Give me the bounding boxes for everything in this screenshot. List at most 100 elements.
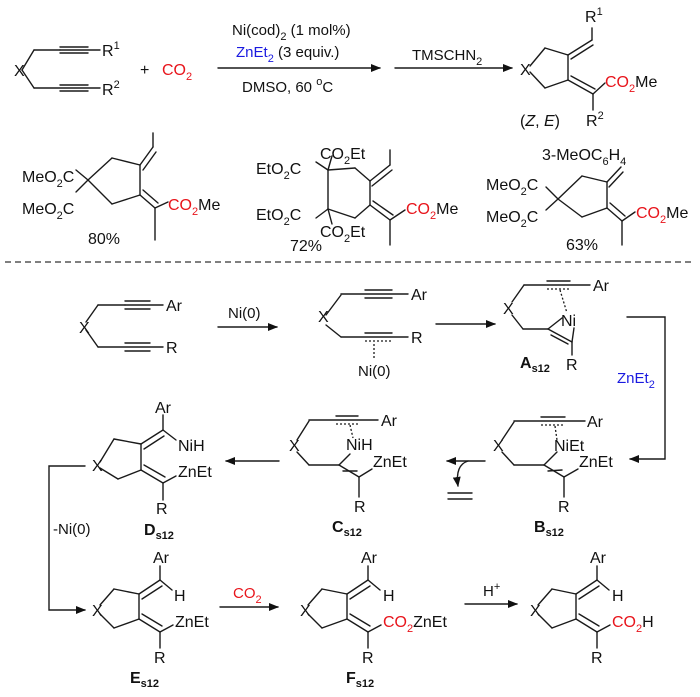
- ni-label: Ni: [561, 313, 576, 330]
- nih-label: NiH: [346, 437, 373, 454]
- niet-label: NiEt: [554, 438, 585, 455]
- example-product-2: EtO2C EtO2C CO2Et CO2Et CO2Me 72%: [256, 146, 458, 255]
- product-r1: R1: [585, 6, 603, 26]
- r-label: R: [558, 499, 570, 516]
- co2-label: CO2: [233, 585, 262, 606]
- h-label: H: [612, 588, 624, 605]
- aryl-label: Ar: [593, 278, 610, 295]
- linker-x: X: [14, 63, 25, 80]
- linker-x: X: [79, 320, 90, 337]
- arrow-ethylene-loss: [446, 457, 486, 500]
- label-D: Ds12: [144, 522, 174, 542]
- product-r2: R2: [586, 110, 604, 130]
- znet-label: ZnEt: [175, 614, 209, 631]
- h-label: H: [174, 588, 186, 605]
- arrow-znet2: ZnEt2: [617, 316, 666, 463]
- plus-sign: +: [140, 62, 149, 79]
- yield-label: 72%: [290, 238, 322, 255]
- zinc-reagent-label: ZnEt2 (3 equiv.): [236, 44, 339, 65]
- intermediate-E: X Ar H ZnEt R Es12: [92, 550, 209, 690]
- minus-ni0-label: -Ni(0): [53, 521, 91, 538]
- znet-label: ZnEt: [579, 454, 613, 471]
- example-product-3: 3-MeOC6H4 MeO2C MeO2C CO2Me 63%: [486, 147, 688, 254]
- ester-bottom: MeO2C: [486, 209, 538, 230]
- aryl-substituent: 3-MeOC6H4: [542, 147, 626, 168]
- product-ester: CO2Me: [168, 197, 220, 218]
- reaction-arrow-1: Ni(cod)2 (1 mol%) ZnEt2 (3 equiv.) DMSO,…: [217, 22, 381, 96]
- r-label: R: [566, 357, 578, 374]
- aryl-label: Ar: [361, 550, 378, 567]
- znet-label: ZnEt: [178, 464, 212, 481]
- linker-x: X: [92, 458, 103, 475]
- intermediate-D: X Ar NiH ZnEt R Ds12: [92, 400, 212, 542]
- h-label: H: [383, 588, 395, 605]
- arrow-acid: H+: [464, 581, 518, 608]
- solvent-temp-label: DMSO, 60 oC: [242, 76, 333, 96]
- label-B: Bs12: [534, 519, 564, 539]
- aryl-label: Ar: [590, 550, 607, 567]
- carboxylate-znet-label: CO2ZnEt: [383, 614, 447, 635]
- mech-start-diyne: X Ar R: [79, 298, 183, 357]
- ni0-label: Ni(0): [358, 363, 391, 380]
- co2-reagent: CO2: [162, 62, 192, 83]
- intermediate-C: X Ar NiH ZnEt R Cs12: [289, 413, 407, 539]
- reaction-arrow-2: TMSCHN2: [394, 47, 513, 72]
- r-label: R: [154, 650, 166, 667]
- ester-left-top: EtO2C: [256, 161, 301, 182]
- r-label: R: [591, 650, 603, 667]
- catalyst-label: Ni(cod)2 (1 mol%): [232, 22, 351, 43]
- arrow-ni0: Ni(0): [217, 305, 278, 331]
- ester-top: MeO2C: [486, 177, 538, 198]
- r-label: R: [156, 501, 168, 518]
- intermediate-F: X Ar H CO2ZnEt R Fs12: [300, 550, 447, 690]
- aryl-label: Ar: [381, 413, 398, 430]
- top-product: X R1 CO2Me R2 (Z, E): [520, 6, 657, 130]
- linker-x: X: [493, 438, 504, 455]
- product-linker-x: X: [520, 62, 531, 79]
- linker-x: X: [318, 309, 329, 326]
- label-F: Fs12: [346, 670, 374, 690]
- intermediate-A: X Ar Ni R As12: [503, 278, 610, 375]
- r-label: R: [166, 340, 178, 357]
- label-C: Cs12: [332, 519, 362, 539]
- r-label: R: [362, 650, 374, 667]
- diyne-reactant: X R1 R2: [14, 40, 120, 99]
- final-acid-product: X Ar H CO2H R: [530, 550, 654, 667]
- linker-x: X: [503, 301, 514, 318]
- ni0-label: Ni(0): [228, 305, 261, 322]
- linker-x: X: [530, 603, 541, 620]
- product-ester: CO2Me: [605, 74, 657, 95]
- ester-top: MeO2C: [22, 169, 74, 190]
- carboxylic-acid-label: CO2H: [612, 614, 654, 635]
- arrow-ni-elimination: -Ni(0): [48, 465, 91, 614]
- yield-label: 63%: [566, 237, 598, 254]
- r-label: R: [411, 330, 423, 347]
- example-product-1: MeO2C MeO2C CO2Me 80%: [22, 132, 220, 248]
- intermediate-B: X Ar NiEt ZnEt R Bs12: [493, 414, 613, 539]
- ester-down: CO2Et: [320, 224, 366, 245]
- ester-bottom: MeO2C: [22, 201, 74, 222]
- linker-x: X: [289, 438, 300, 455]
- znet2-label: ZnEt2: [617, 370, 655, 391]
- aryl-label: Ar: [153, 550, 170, 567]
- substituent-r2: R2: [102, 79, 120, 99]
- nih-label: NiH: [178, 438, 205, 455]
- product-ester: CO2Me: [636, 205, 688, 226]
- h-plus-label: H+: [483, 581, 500, 600]
- tmschn2-label: TMSCHN2: [412, 47, 482, 68]
- stereo-label: (Z, E): [520, 113, 560, 130]
- label-A: As12: [520, 355, 550, 375]
- label-E: Es12: [130, 670, 159, 690]
- arrow-co2: CO2: [219, 585, 279, 611]
- yield-label: 80%: [88, 231, 120, 248]
- linker-x: X: [300, 603, 311, 620]
- ester-left-bottom: EtO2C: [256, 207, 301, 228]
- aryl-label: Ar: [155, 400, 172, 417]
- ester-up: CO2Et: [320, 146, 366, 167]
- product-ester: CO2Me: [406, 201, 458, 222]
- substituent-r1: R1: [102, 40, 120, 60]
- ni-pi-complex: X Ar R Ni(0): [318, 287, 428, 380]
- aryl-label: Ar: [411, 287, 428, 304]
- aryl-label: Ar: [166, 298, 183, 315]
